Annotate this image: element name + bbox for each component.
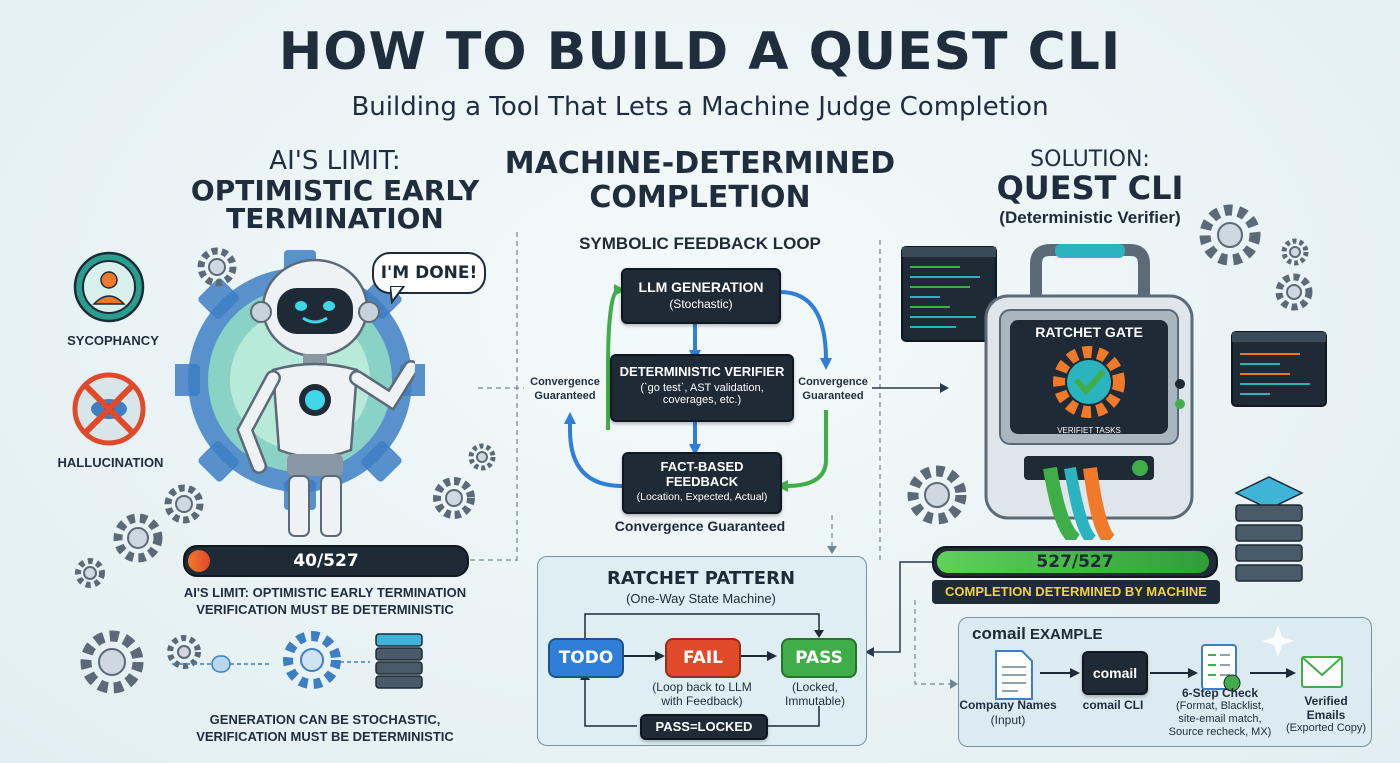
fact-feedback-box: FACT-BASED FEEDBACK (Location, Expected,… — [622, 452, 782, 514]
hallucination-label: HALLUCINATION — [57, 455, 164, 470]
gear-icon — [433, 477, 475, 519]
convergence-bottom: Convergence Guaranteed — [614, 518, 786, 534]
llm-generation-title: LLM GENERATION — [638, 279, 764, 295]
comail-flow-graphic — [995, 625, 1343, 700]
right-title-line3: (Deterministic Verifier) — [999, 208, 1181, 227]
state-pass: PASS — [781, 638, 857, 678]
right-title-line1: SOLUTION: — [1030, 147, 1150, 172]
pass-note-1: (Locked, — [791, 680, 839, 694]
fail-note-1: (Loop back to LLM — [652, 680, 752, 694]
verifier-sub1: (`go test`, AST validation, — [640, 382, 764, 394]
step1-sub: (Input) — [990, 713, 1026, 727]
ratchet-gate-machine-icon — [984, 244, 1194, 540]
step3-sub3: Source recheck, MX) — [1168, 726, 1272, 738]
pass-locked-badge: PASS=LOCKED — [640, 714, 768, 740]
database-stack-icon — [1234, 476, 1304, 582]
robot-icon — [236, 258, 415, 537]
comail-example-title-strong: comail — [972, 624, 1026, 643]
step4-sub: (Exported Copy) — [1285, 722, 1367, 734]
step3-title: 6-Step Check — [1181, 686, 1259, 700]
right-title-line2: QUEST CLI — [996, 169, 1184, 207]
page-title: HOW TO BUILD A QUEST CLI — [278, 22, 1122, 82]
left-caption-line2: VERIFICATION MUST BE DETERMINISTIC — [196, 602, 454, 617]
speech-bubble-text: I'M DONE! — [380, 263, 478, 283]
llm-generation-sub: (Stochastic) — [669, 297, 733, 311]
step3-sub1: (Format, Blacklist, — [1175, 700, 1264, 712]
left-progress-fill — [188, 550, 210, 572]
state-fail: FAIL — [665, 638, 741, 678]
convergence-right-2: Guaranteed — [802, 390, 864, 402]
speech-bubble-tail — [390, 286, 406, 305]
left-caption-line1: AI'S LIMIT: OPTIMISTIC EARLY TERMINATION — [183, 585, 467, 600]
code-window-icon — [1231, 331, 1327, 407]
left-title-line1: AI'S LIMIT: — [269, 146, 401, 176]
sycophancy-icon — [73, 251, 145, 323]
convergence-left-1: Convergence — [530, 376, 600, 388]
left-bottom-line1: GENERATION CAN BE STOCHASTIC, — [209, 712, 441, 727]
llm-generation-box: LLM GENERATION (Stochastic) — [621, 268, 781, 324]
feedback-title2: FEEDBACK — [665, 474, 739, 489]
gear-icon — [1275, 273, 1313, 311]
generation-flow-graphic — [80, 630, 423, 694]
ratchet-gate-sub: VERIFIET TASKS — [1057, 426, 1121, 435]
ratchet-gate-label: RATCHET GATE — [1035, 324, 1143, 340]
gear-icon — [1281, 238, 1309, 266]
state-todo: TODO — [548, 638, 624, 678]
step3-sub2: site-email match, — [1178, 713, 1262, 725]
comail-cli-box: comail — [1082, 651, 1148, 695]
code-window-icon — [901, 246, 997, 342]
feedback-sub: (Location, Expected, Actual) — [636, 491, 768, 503]
page-subtitle: Building a Tool That Lets a Machine Judg… — [351, 92, 1049, 122]
left-title-line3: TERMINATION — [226, 202, 444, 235]
completion-label: COMPLETION DETERMINED BY MACHINE — [932, 580, 1220, 604]
step1-title: Company Names — [959, 698, 1057, 712]
step4-title2: Emails — [1306, 708, 1346, 722]
comail-example-title: comail EXAMPLE — [972, 624, 1103, 644]
gear-icon — [113, 513, 163, 563]
verifier-title: DETERMINISTIC VERIFIER — [619, 364, 785, 379]
step2-title: comail CLI — [1082, 698, 1144, 712]
hallucination-icon — [72, 372, 146, 446]
loop-title: SYMBOLIC FEEDBACK LOOP — [579, 234, 821, 253]
ratchet-title: RATCHET PATTERN — [606, 568, 796, 589]
middle-title-line1: MACHINE-DETERMINED — [504, 146, 896, 181]
gear-icon — [75, 558, 105, 588]
middle-title-line2: COMPLETION — [589, 180, 811, 215]
gear-icon — [164, 484, 204, 524]
feedback-title1: FACT-BASED — [660, 459, 744, 474]
left-title-line2: OPTIMISTIC EARLY — [190, 174, 480, 207]
gear-icon — [197, 247, 237, 287]
gear-icon — [468, 443, 496, 471]
left-progress-text: 40/527 — [293, 551, 359, 571]
left-bottom-line2: VERIFICATION MUST BE DETERMINISTIC — [196, 729, 454, 744]
ratchet-subtitle: (One-Way State Machine) — [626, 591, 776, 606]
right-progress-bar: 527/527 — [932, 546, 1218, 578]
left-progress-bar: 40/527 — [183, 545, 469, 577]
gear-icon — [907, 465, 967, 525]
pass-note-2: Immutable) — [784, 694, 846, 708]
convergence-right-1: Convergence — [798, 376, 868, 388]
verifier-sub2: coverages, etc.) — [662, 394, 742, 406]
right-progress-fill — [937, 551, 1209, 573]
step4-title1: Verified — [1304, 694, 1348, 708]
gear-icon — [1199, 204, 1261, 266]
fail-note-2: with Feedback) — [661, 694, 743, 708]
deterministic-verifier-box: DETERMINISTIC VERIFIER (`go test`, AST v… — [610, 354, 794, 422]
sycophancy-label: SYCOPHANCY — [67, 333, 159, 348]
convergence-left-2: Guaranteed — [534, 390, 596, 402]
comail-example-title-rest: EXAMPLE — [1025, 626, 1103, 643]
feedback-loop-arrows — [564, 284, 832, 492]
ratchet-arrows — [580, 613, 824, 727]
right-progress-text: 527/527 — [1036, 552, 1114, 572]
